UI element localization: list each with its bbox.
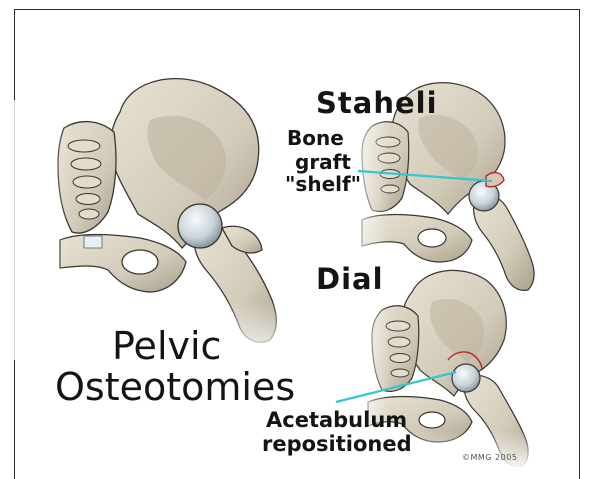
bone-graft-shelf — [486, 173, 504, 187]
title-line2: Osteotomies — [55, 365, 295, 409]
staheli-label: Staheli — [316, 86, 438, 120]
main-femoral-head — [178, 204, 222, 248]
title-line1: Pelvic — [112, 324, 221, 368]
copyright-text: ©MMG 2005 — [462, 453, 517, 462]
bone-graft-label-line1: Bone — [287, 126, 344, 150]
acetabulum-label-line1: Acetabulum — [266, 408, 407, 432]
bone-graft-label-line3: "shelf" — [285, 172, 361, 196]
dial-label: Dial — [316, 262, 384, 296]
bone-graft-label-line2: graft — [295, 150, 351, 174]
acetabulum-label-line2: repositioned — [262, 432, 412, 456]
